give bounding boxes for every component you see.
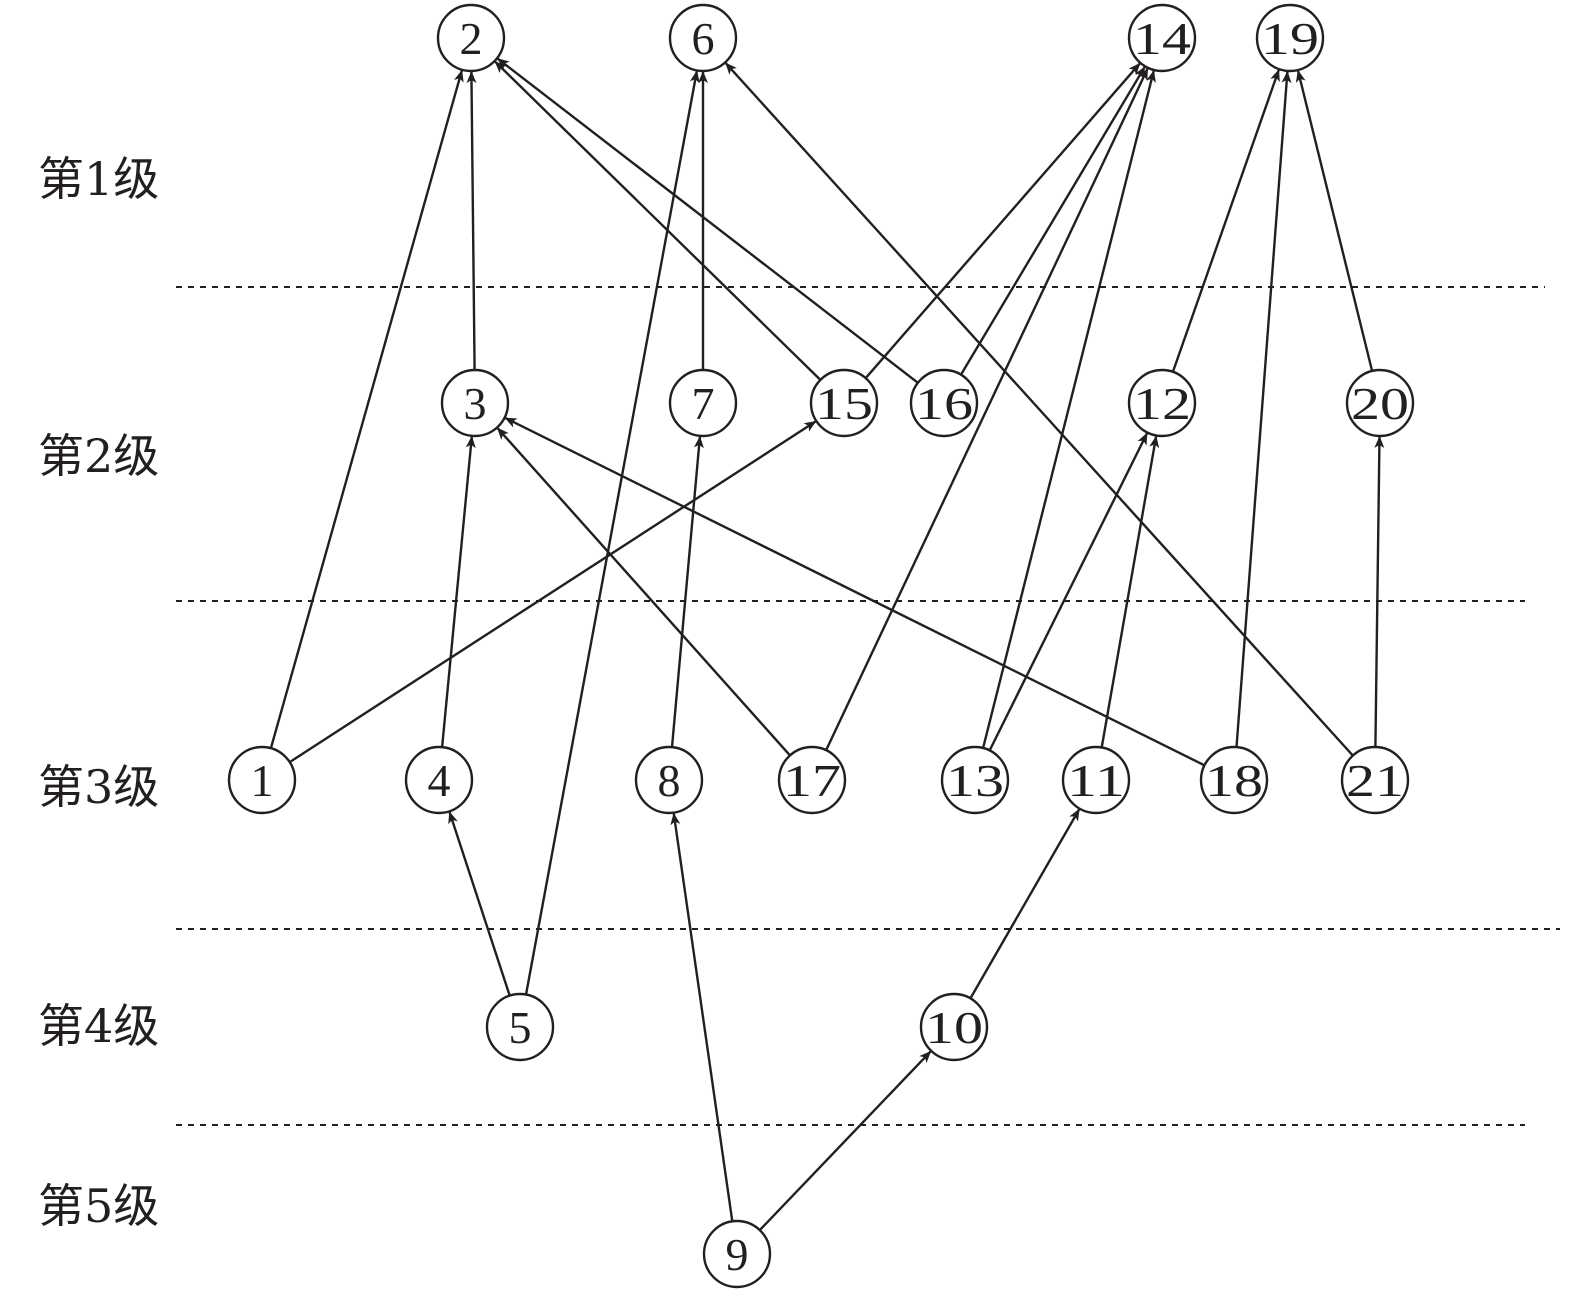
node-16: 16: [909, 368, 979, 438]
edge-3-to-2: [466, 71, 477, 371]
node-label: 9: [726, 1229, 749, 1280]
node-circle: [1345, 368, 1415, 438]
node-circle: [668, 3, 738, 73]
node-11: 11: [1061, 745, 1131, 815]
edge-21-to-20: [1374, 436, 1385, 748]
node-circle: [440, 368, 510, 438]
node-21: 21: [1340, 745, 1410, 815]
node-19: 19: [1255, 3, 1325, 73]
edge-20-to-19: [1295, 70, 1374, 372]
node-3: 3: [440, 368, 510, 438]
node-20: 20: [1345, 368, 1415, 438]
edge-8-to-7: [670, 435, 704, 748]
node-13: 13: [940, 745, 1010, 815]
edge-1-to-15: [289, 420, 817, 764]
node-label: 3: [464, 378, 487, 429]
node-label: 8: [658, 755, 681, 806]
node-label: 14: [1133, 13, 1191, 64]
node-label: 18: [1205, 755, 1263, 806]
node-label: 11: [1067, 755, 1125, 806]
node-label: 5: [509, 1002, 532, 1053]
node-circle: [1127, 368, 1197, 438]
node-circle: [909, 368, 979, 438]
edge-13-to-12: [988, 432, 1148, 751]
node-circle: [940, 745, 1010, 815]
node-label: 15: [815, 378, 873, 429]
edge-17-to-3: [496, 427, 791, 757]
node-14: 14: [1127, 3, 1197, 73]
node-label: 4: [428, 755, 451, 806]
edges-group: [269, 57, 1385, 1231]
node-10: 10: [919, 992, 989, 1062]
level-label-1: 第1级: [38, 152, 159, 206]
node-4: 4: [404, 745, 474, 815]
node-15: 15: [809, 368, 879, 438]
node-label: 12: [1133, 378, 1191, 429]
level-label-2: 第2级: [38, 429, 159, 483]
node-label: 13: [946, 755, 1004, 806]
level-labels: 第1级 第2级 第3级 第4级 第5级: [38, 152, 159, 1233]
node-7: 7: [668, 368, 738, 438]
edge-10-to-11: [969, 808, 1081, 999]
edge-13-to-14: [981, 70, 1156, 749]
edge-17-to-14: [825, 67, 1149, 751]
node-circle: [436, 3, 506, 73]
node-1: 1: [227, 745, 297, 815]
node-label: 20: [1351, 378, 1409, 429]
edge-16-to-2: [497, 57, 919, 384]
node-label: 21: [1346, 755, 1404, 806]
node-circle: [1061, 745, 1131, 815]
edge-9-to-10: [758, 1050, 932, 1231]
edge-18-to-3: [504, 417, 1205, 767]
node-circle: [777, 745, 847, 815]
node-label: 19: [1261, 13, 1319, 64]
node-9: 9: [702, 1219, 772, 1289]
node-circle: [1127, 3, 1197, 73]
level-label-3: 第3级: [38, 760, 159, 814]
node-circle: [1255, 3, 1325, 73]
node-circle: [1199, 745, 1269, 815]
node-17: 17: [777, 745, 847, 815]
edge-11-to-12: [1100, 435, 1160, 748]
edge-12-to-19: [1171, 69, 1280, 373]
node-2: 2: [436, 3, 506, 73]
node-circle: [634, 745, 704, 815]
node-circle: [1340, 745, 1410, 815]
node-circle: [809, 368, 879, 438]
node-circle: [227, 745, 297, 815]
edge-16-to-14: [959, 66, 1146, 376]
node-6: 6: [668, 3, 738, 73]
edge-5-to-4: [448, 811, 511, 996]
edge-21-to-6: [724, 62, 1354, 757]
node-18: 18: [1199, 745, 1269, 815]
node-label: 1: [251, 755, 274, 806]
node-label: 2: [460, 13, 483, 64]
node-label: 17: [783, 755, 841, 806]
edge-5-to-6: [524, 70, 700, 995]
edge-15-to-2: [494, 60, 822, 381]
level-label-4: 第4级: [38, 999, 159, 1053]
node-label: 6: [692, 13, 715, 64]
node-label: 16: [915, 378, 973, 429]
edge-15-to-14: [864, 62, 1141, 379]
edge-18-to-19: [1235, 70, 1292, 748]
node-circle: [919, 992, 989, 1062]
level-dividers: [176, 286, 1560, 1126]
node-12: 12: [1127, 368, 1197, 438]
edge-9-to-8: [670, 812, 734, 1222]
level-label-5: 第5级: [38, 1179, 159, 1233]
edge-4-to-3: [440, 435, 476, 748]
node-label: 10: [925, 1002, 983, 1053]
node-8: 8: [634, 745, 704, 815]
node-circle: [404, 745, 474, 815]
node-5: 5: [485, 992, 555, 1062]
node-circle: [485, 992, 555, 1062]
node-circle: [668, 368, 738, 438]
node-label: 7: [692, 378, 715, 429]
node-circle: [702, 1219, 772, 1289]
edge-1-to-2: [269, 69, 464, 749]
